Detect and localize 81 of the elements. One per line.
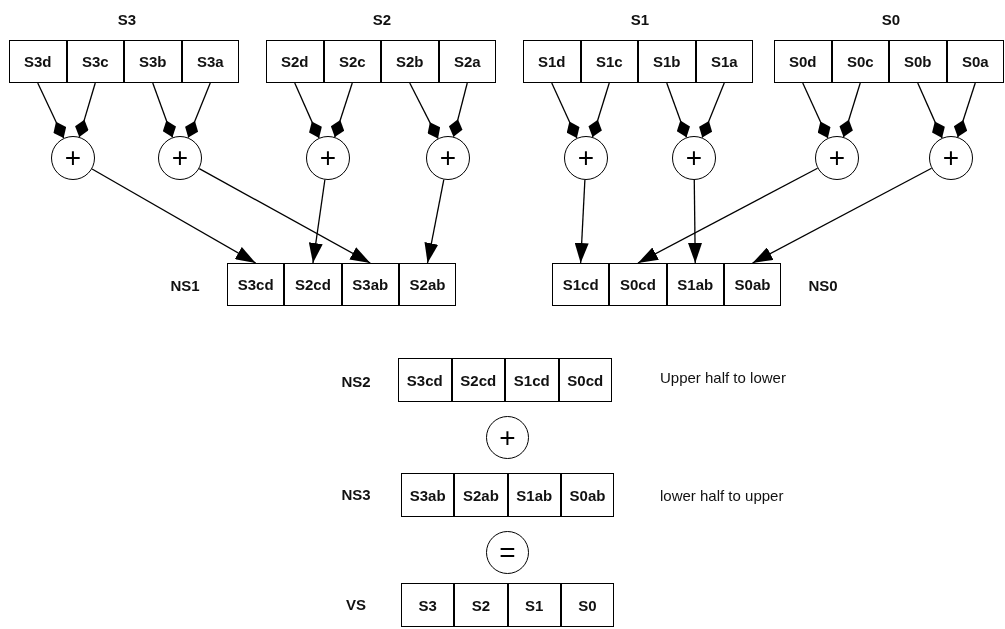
register-name: NS3 <box>341 485 371 503</box>
operator-circle: + <box>815 136 859 180</box>
diamond-connector <box>152 82 176 138</box>
register-cell: S2ab <box>454 473 508 517</box>
diamond-connector <box>185 82 211 139</box>
register-cell: S1d <box>523 40 581 83</box>
register-cell: S3b <box>124 40 182 83</box>
operator-circle: + <box>929 136 973 180</box>
diamond-connector <box>953 82 976 138</box>
diamond-connector <box>37 82 67 139</box>
register-cell: S0ab <box>723 263 782 306</box>
arrow <box>198 168 371 264</box>
arrow <box>637 167 819 264</box>
register-cell: S0cd <box>558 358 612 402</box>
register-cell: S3ab <box>401 473 455 517</box>
diamond-connector <box>409 82 441 140</box>
register-cell: S0cd <box>609 263 667 306</box>
diamond-connector <box>802 82 831 139</box>
register-cell: S2cd <box>284 263 342 306</box>
register-cell: S3c <box>66 40 124 83</box>
register-name: NS1 <box>170 276 200 294</box>
arrow <box>574 179 589 264</box>
register-cell: S2b <box>381 40 439 83</box>
group-heading: S1 <box>630 10 650 28</box>
operator-circle: + <box>564 136 608 180</box>
operator-circle: = <box>486 531 529 574</box>
diamond-connector <box>839 82 861 138</box>
operator-circle: + <box>158 136 202 180</box>
group-heading: S3 <box>117 10 137 28</box>
diamond-connector <box>917 82 945 139</box>
register-cell: S0ab <box>560 473 615 517</box>
register-cell: S3cd <box>227 263 285 306</box>
arrow <box>424 178 445 264</box>
note: Upper half to lower <box>660 368 786 386</box>
diamond-connector <box>666 82 690 138</box>
register-cell: S3ab <box>341 263 399 306</box>
arrow <box>688 179 702 264</box>
diamond-connector <box>551 82 580 139</box>
register-cell: S2c <box>323 40 381 83</box>
operator-circle: + <box>306 136 350 180</box>
arrow <box>308 179 326 264</box>
register-cell: S2cd <box>451 358 505 402</box>
diamond-connector <box>588 82 610 138</box>
register-cell: S0c <box>831 40 889 83</box>
group-heading: S0 <box>881 10 901 28</box>
register-cell: S3a <box>181 40 239 83</box>
register-cell: S3 <box>401 583 455 627</box>
operator-circle: + <box>486 416 529 459</box>
diamond-connector <box>294 82 322 139</box>
register-cell: S0 <box>560 583 615 627</box>
register-cell: S3d <box>9 40 67 83</box>
register-cell: S2a <box>438 40 496 83</box>
operator-circle: + <box>672 136 716 180</box>
register-cell: S2ab <box>398 263 457 306</box>
register-name: NS2 <box>341 372 371 390</box>
register-cell: S1cd <box>552 263 610 306</box>
diamond-connector <box>330 82 353 138</box>
arrow <box>751 167 933 264</box>
diamond-connector <box>699 82 725 139</box>
register-cell: S1cd <box>505 358 559 402</box>
note: lower half to upper <box>660 486 784 504</box>
register-cell: S3cd <box>398 358 452 402</box>
register-cell: S1b <box>638 40 696 83</box>
register-cell: S1c <box>580 40 638 83</box>
diamond-connector <box>75 82 96 138</box>
register-cell: S2d <box>266 40 324 83</box>
register-name: NS0 <box>808 276 838 294</box>
register-cell: S0a <box>946 40 1004 83</box>
register-cell: S0d <box>774 40 832 83</box>
diamond-connector <box>448 82 468 138</box>
register-cell: S1ab <box>666 263 724 306</box>
register-name: VS <box>346 595 366 613</box>
register-cell: S1 <box>507 583 561 627</box>
arrow <box>91 168 257 264</box>
register-cell: S1a <box>695 40 753 83</box>
operator-circle: + <box>51 136 95 180</box>
register-cell: S2 <box>454 583 508 627</box>
register-cell: S0b <box>889 40 947 83</box>
group-heading: S2 <box>372 10 392 28</box>
register-cell: S1ab <box>507 473 561 517</box>
operator-circle: + <box>426 136 470 180</box>
